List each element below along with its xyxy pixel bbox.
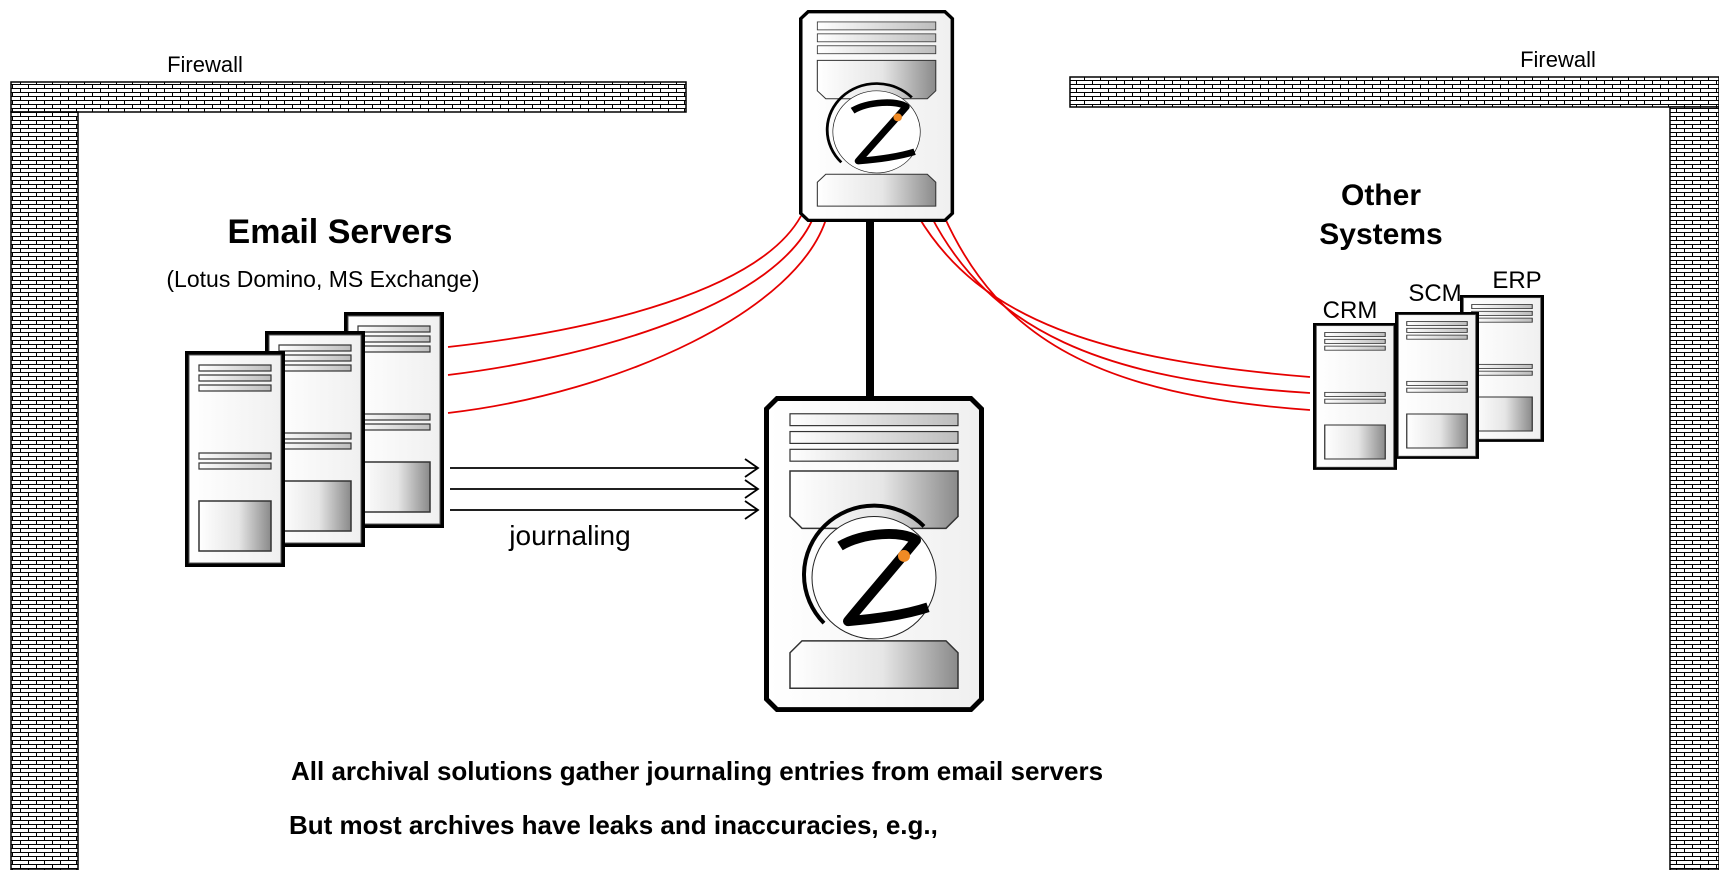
email-servers-subtitle: (Lotus Domino, MS Exchange) [166,266,479,292]
email-servers-title: Email Servers [228,213,453,251]
firewall-right-label: Firewall [1520,47,1596,72]
crm-label: CRM [1323,297,1378,324]
bottom-zl-server [764,396,984,712]
firewall-left-label: Firewall [167,52,243,77]
journaling-arrows [450,458,760,520]
top-zl-server [799,10,954,222]
other-systems-group: Other Systems CRM SCM ERP [1312,179,1545,471]
statement-2: But most archives have leaks and inaccur… [289,810,938,840]
top-bottom-connector [866,216,874,398]
statement-1: All archival solutions gather journaling… [291,756,1103,786]
other-systems-title-line2: Systems [1319,218,1442,251]
scm-label: SCM [1408,280,1461,307]
firewall-right: Firewall [1069,47,1719,870]
crm-server [1312,322,1398,471]
other-systems-title-line1: Other [1341,179,1421,212]
email-server-1 [184,350,286,568]
journaling-label: journaling [508,520,630,551]
scm-server [1394,311,1480,460]
links-top-to-other [917,215,1311,411]
email-servers-group: Email Servers (Lotus Domino, MS Exchange… [166,213,480,568]
firewall-left: Firewall [10,52,687,870]
erp-label: ERP [1492,267,1541,294]
links-email-to-top [447,215,828,414]
